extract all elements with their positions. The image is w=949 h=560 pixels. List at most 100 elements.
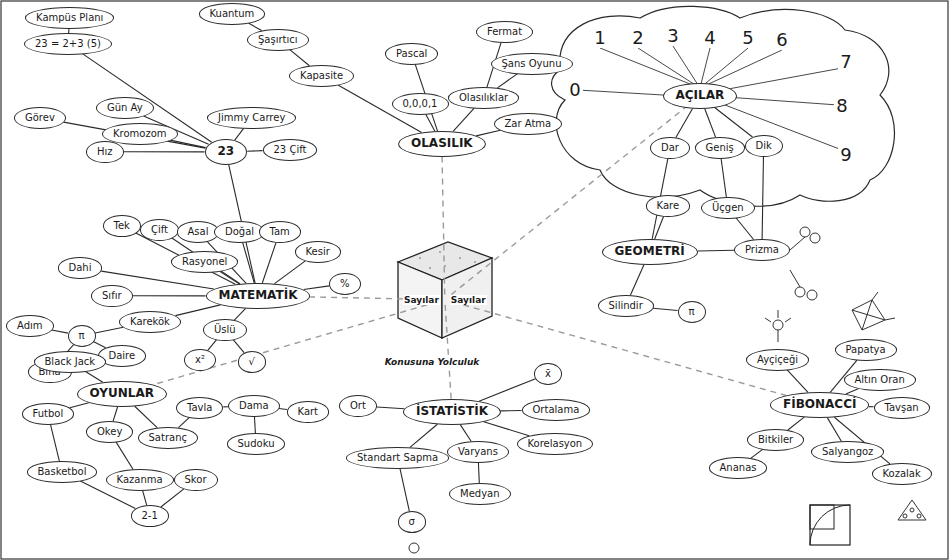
node-text: Dar	[661, 142, 679, 153]
node-text: Sıfır	[102, 290, 122, 301]
branch-line	[113, 407, 118, 421]
node-text: Ananas	[720, 462, 757, 473]
node-text: Dik	[756, 140, 772, 151]
node-text: Sayılar	[450, 295, 487, 305]
node-text: Pascal	[396, 48, 427, 59]
angle-digit: 5	[740, 28, 755, 48]
branch-line	[478, 462, 480, 483]
branch-stroke	[262, 242, 276, 283]
branch-line	[736, 218, 753, 240]
idea-bubble: Üçgen	[701, 197, 755, 219]
branch-stroke	[479, 379, 536, 401]
idea-bubble: √	[238, 351, 266, 373]
branch-stroke	[498, 74, 518, 88]
topic-hub: İSTATİSTİK	[403, 399, 501, 425]
branch-stroke	[247, 150, 262, 152]
node-text: Jimmy Carrey	[218, 112, 285, 123]
idea-bubble: Dahi	[58, 257, 103, 279]
node-text: Kromozom	[113, 128, 167, 139]
idea-bubble: Rasyonel	[171, 251, 238, 273]
branch-stroke	[234, 308, 245, 320]
branch-line	[705, 109, 716, 137]
branch-line	[400, 468, 409, 511]
node-text: %	[340, 278, 350, 289]
branch-stroke	[442, 157, 445, 295]
node-text: Karekök	[130, 316, 170, 327]
idea-bubble: 23 Çift	[263, 139, 318, 161]
branch-stroke	[178, 417, 189, 427]
node-text: AÇILAR	[676, 88, 725, 102]
branch-stroke	[762, 156, 763, 239]
branch-line	[254, 416, 256, 433]
branch-line	[52, 330, 68, 333]
branch-stroke	[248, 23, 261, 30]
branch-line	[175, 305, 220, 316]
node-text: Çift	[151, 224, 168, 235]
idea-bubble: Adım	[6, 315, 54, 337]
branch-stroke	[698, 250, 734, 252]
idea-bubble: Kare	[646, 195, 691, 217]
node-text: Ort	[350, 400, 366, 411]
branch-line	[172, 238, 240, 284]
branch-stroke	[52, 330, 68, 333]
branch-line	[248, 23, 261, 30]
idea-bubble: Tavşan	[874, 397, 930, 419]
node-text: Kare	[657, 200, 680, 211]
branch-stroke	[113, 407, 118, 421]
branch-stroke	[736, 218, 753, 240]
node-text: Kapasite	[300, 70, 343, 81]
node-text: Kart	[298, 406, 319, 417]
branch-line	[445, 305, 451, 399]
node-text: Asal	[188, 226, 209, 237]
node-text: Silindir	[609, 300, 643, 311]
topic-hub: MATEMATİK	[206, 283, 311, 309]
branch-line	[304, 286, 330, 290]
node-text: Kazanma	[117, 474, 163, 485]
branch-stroke	[172, 238, 240, 284]
branch-line	[787, 370, 808, 392]
branch-line	[498, 74, 518, 88]
branch-line	[460, 425, 471, 442]
branch-stroke	[460, 425, 471, 442]
branch-line	[247, 150, 262, 152]
node-text: Black Jack	[45, 356, 96, 367]
branch-line	[262, 242, 276, 283]
node-text: Geniş	[706, 142, 734, 153]
branch-line	[630, 265, 644, 295]
branch-line	[410, 424, 437, 447]
branch-stroke	[453, 108, 474, 131]
branch-line	[698, 250, 734, 252]
idea-bubble: 0,0,0,1	[392, 93, 449, 115]
idea-bubble: Varyans	[447, 441, 509, 463]
idea-bubble: Kuantum	[199, 3, 266, 25]
idea-bubble: Şans Oyunu	[491, 53, 573, 75]
branch-stroke	[254, 416, 256, 433]
idea-bubble: Kesir	[295, 241, 341, 263]
idea-bubble: 2-1	[131, 505, 169, 527]
branch-line	[453, 108, 474, 131]
branch-stroke	[153, 305, 427, 385]
branch-stroke	[175, 305, 220, 316]
idea-bubble: Silindir	[598, 295, 654, 317]
idea-bubble: 23 = 2+3 (5)	[24, 33, 112, 55]
idea-bubble: Gün Ay	[96, 97, 154, 119]
branch-stroke	[410, 424, 437, 447]
branch-stroke	[715, 108, 753, 137]
branch-stroke	[653, 308, 678, 310]
branch-line	[476, 130, 500, 136]
angle-digit: 3	[665, 26, 680, 46]
idea-bubble: Standart Sapma	[346, 447, 449, 469]
node-text: Adım	[17, 320, 43, 331]
idea-bubble: Fermat	[476, 21, 533, 43]
branch-line	[279, 408, 287, 410]
branch-line	[135, 406, 157, 427]
idea-bubble: π	[678, 301, 706, 323]
topic-hub: 23	[205, 139, 248, 165]
branch-line	[243, 242, 255, 283]
branch-line	[310, 297, 403, 299]
topic-hub: FİBONACCİ	[770, 392, 869, 418]
idea-bubble: Sudoku	[227, 433, 286, 455]
branch-line	[143, 490, 147, 505]
idea-bubble: Şaşırtıcı	[247, 29, 309, 51]
